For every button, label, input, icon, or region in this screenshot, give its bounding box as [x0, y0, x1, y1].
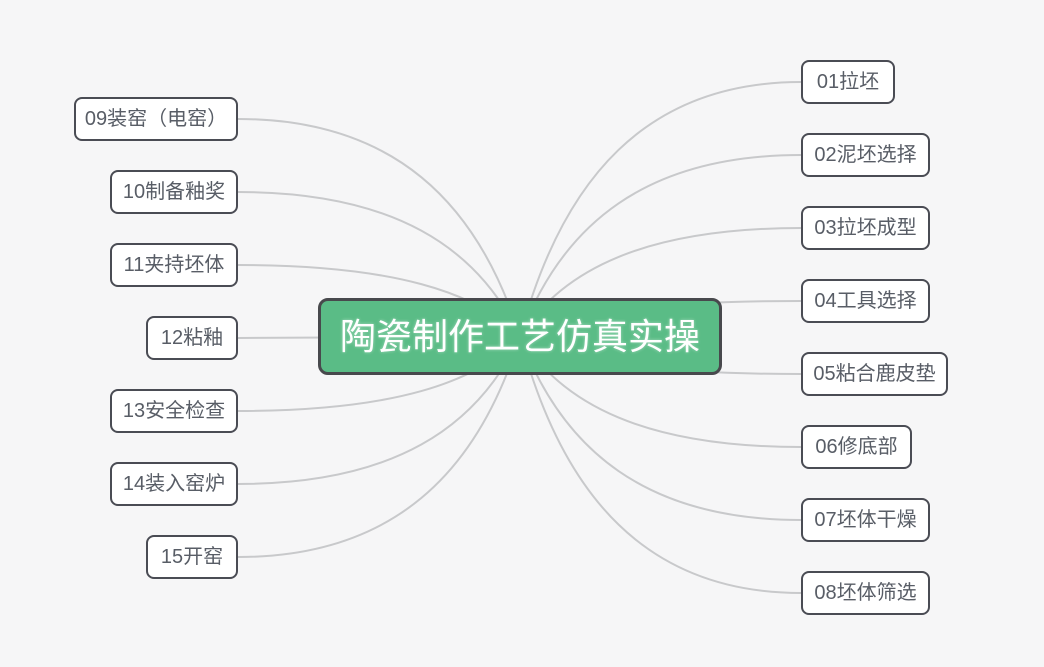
node-label: 07坯体干燥 — [814, 509, 917, 531]
mindmap-node-01[interactable]: 01拉坯 — [801, 60, 895, 104]
node-label: 09装窑（电窑） — [84, 108, 228, 130]
connector-line — [519, 336, 802, 521]
node-label: 10制备釉奖 — [122, 181, 226, 203]
mindmap-node-04[interactable]: 04工具选择 — [801, 279, 930, 323]
node-label: 11夹持坯体 — [123, 254, 225, 276]
mindmap-node-03[interactable]: 03拉坯成型 — [801, 206, 930, 250]
mindmap-node-12[interactable]: 12粘釉 — [146, 316, 238, 360]
mindmap-node-02[interactable]: 02泥坯选择 — [801, 133, 930, 177]
node-label: 08坯体筛选 — [814, 582, 917, 604]
node-label: 04工具选择 — [814, 290, 917, 312]
mindmap-node-05[interactable]: 05粘合鹿皮垫 — [801, 352, 948, 396]
mindmap-node-06[interactable]: 06修底部 — [801, 425, 912, 469]
node-label: 15开窑 — [160, 546, 224, 568]
connector-line — [237, 336, 521, 558]
mindmap-node-09[interactable]: 09装窑（电窑） — [74, 97, 238, 141]
mindmap-node-15[interactable]: 15开窑 — [146, 535, 238, 579]
connector-line — [237, 118, 521, 337]
node-label: 06修底部 — [815, 436, 898, 458]
root-label: 陶瓷制作工艺仿真实操 — [339, 315, 700, 357]
mindmap-node-07[interactable]: 07坯体干燥 — [801, 498, 930, 542]
connector-line — [519, 154, 802, 337]
node-label: 03拉坯成型 — [814, 217, 917, 239]
mindmap-node-13[interactable]: 13安全检查 — [110, 389, 238, 433]
mindmap-node-14[interactable]: 14装入窑炉 — [110, 462, 238, 506]
mindmap-root-node[interactable]: 陶瓷制作工艺仿真实操 — [318, 298, 722, 375]
connector-line — [519, 336, 802, 594]
node-label: 14装入窑炉 — [122, 473, 226, 495]
node-label: 13安全检查 — [122, 400, 226, 422]
mindmap-node-10[interactable]: 10制备釉奖 — [110, 170, 238, 214]
connector-line — [519, 81, 802, 337]
mindmap-node-08[interactable]: 08坯体筛选 — [801, 571, 930, 615]
node-label: 01拉坯 — [816, 71, 880, 93]
mindmap-node-11[interactable]: 11夹持坯体 — [110, 243, 238, 287]
node-label: 02泥坯选择 — [814, 144, 917, 166]
node-label: 12粘釉 — [160, 327, 224, 349]
node-label: 05粘合鹿皮垫 — [813, 363, 936, 385]
